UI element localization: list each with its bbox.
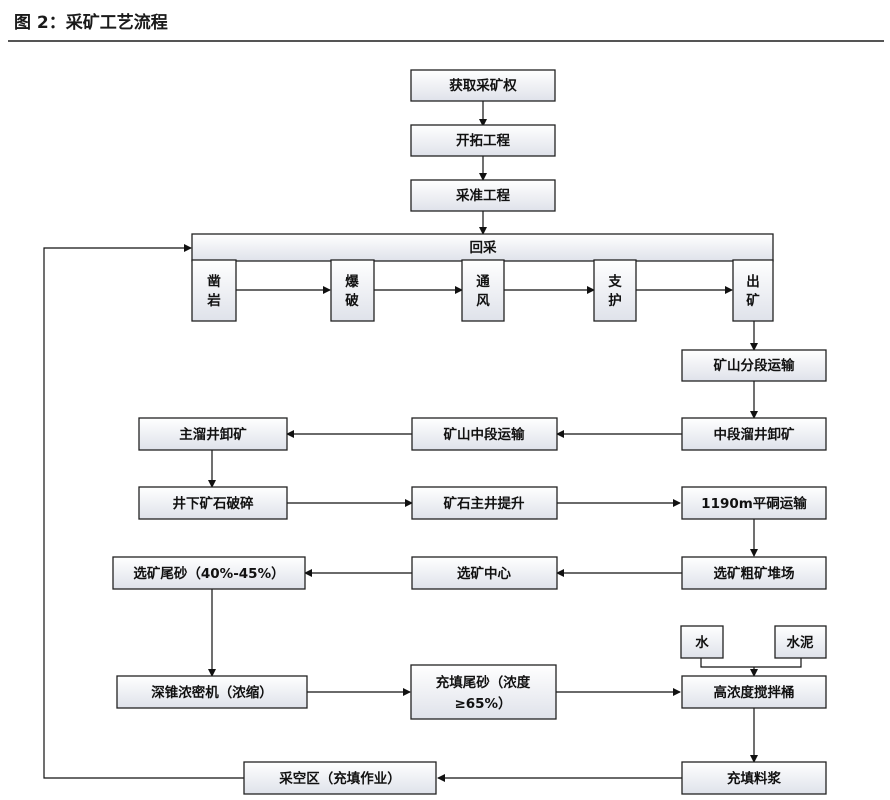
- node-stockpile-box: [681, 556, 827, 590]
- node-prep-box: [410, 179, 556, 212]
- node-vent-label-2: 风: [476, 293, 490, 309]
- node-prep-label: 采准工程: [456, 187, 510, 204]
- node-main-chute-box: [138, 417, 288, 451]
- node-goaf-box: [243, 761, 437, 795]
- node-mid-haul-box: [411, 417, 558, 451]
- title-rule: [8, 40, 884, 42]
- node-cement-label: 水泥: [787, 634, 815, 651]
- node-blast-label-1: 爆: [345, 273, 359, 290]
- node-mixer-label: 高浓度搅拌桶: [714, 684, 795, 701]
- node-cement-box: [774, 625, 827, 659]
- node-stockpile-label: 选矿粗矿堆场: [714, 565, 795, 582]
- node-develop-box: [410, 124, 556, 157]
- node-sublevel-haul-label: 矿山分段运输: [714, 357, 795, 374]
- node-water-label: 水: [695, 634, 709, 651]
- node-mixer-box: [681, 675, 827, 709]
- node-plant-label: 选矿中心: [457, 565, 511, 582]
- node-crush-box: [138, 486, 288, 520]
- node-fill-tail-label-1: 充填尾砂（浓度: [436, 674, 531, 691]
- node-main-chute-label: 主溜井卸矿: [179, 426, 247, 443]
- node-slurry-box: [681, 761, 827, 795]
- node-thickener-label: 深锥浓密机（浓缩）: [151, 684, 273, 701]
- node-tailings-box: [112, 556, 306, 590]
- node-support-label-1: 支: [607, 273, 622, 290]
- node-muck-box: [732, 259, 774, 322]
- node-crush-label: 井下矿石破碎: [173, 495, 254, 512]
- node-thickener-box: [116, 675, 308, 709]
- edge-water-cement-junction: [700, 658, 802, 668]
- node-water-box: [680, 625, 724, 659]
- node-stoping-box: [191, 233, 774, 262]
- node-support-box: [593, 259, 637, 322]
- node-adit-haul-label: 1190m平硐运输: [701, 495, 807, 512]
- node-fill-tail-label-2: ≥65%）: [454, 696, 511, 712]
- edge-goaf-stoping-loop: [43, 244, 244, 779]
- node-blast-box: [330, 259, 375, 322]
- node-mid-haul-label: 矿山中段运输: [444, 426, 525, 443]
- node-plant-box: [411, 556, 558, 590]
- node-drill-label-2: 岩: [206, 292, 221, 309]
- node-develop-label: 开拓工程: [456, 132, 510, 149]
- node-hoist-box: [411, 486, 558, 520]
- node-acquire-box: [410, 69, 556, 102]
- node-drill-box: [191, 259, 237, 322]
- node-acquire-label: 获取采矿权: [449, 77, 517, 94]
- node-vent-label-1: 通: [476, 274, 490, 290]
- node-fill-tail-box: [410, 664, 557, 720]
- node-slurry-label: 充填料浆: [727, 770, 781, 787]
- node-tailings-label: 选矿尾砂（40%-45%）: [133, 565, 284, 582]
- node-vent-box: [461, 259, 505, 322]
- node-muck-label-2: 矿: [746, 292, 760, 309]
- node-muck-label-1: 出: [746, 273, 760, 290]
- node-blast-label-2: 破: [345, 292, 359, 309]
- node-sublevel-haul-box: [681, 349, 827, 382]
- node-support-label-2: 护: [608, 292, 622, 309]
- figure-title: 图 2：采矿工艺流程: [14, 13, 168, 33]
- node-mid-chute-box: [681, 417, 827, 451]
- node-hoist-label: 矿石主井提升: [444, 495, 525, 512]
- node-stoping-label: 回采: [470, 239, 497, 256]
- node-mid-chute-label: 中段溜井卸矿: [714, 426, 795, 443]
- node-drill-label-1: 凿: [207, 273, 221, 290]
- node-adit-haul-box: [681, 486, 827, 520]
- node-goaf-label: 采空区（充填作业）: [279, 770, 401, 787]
